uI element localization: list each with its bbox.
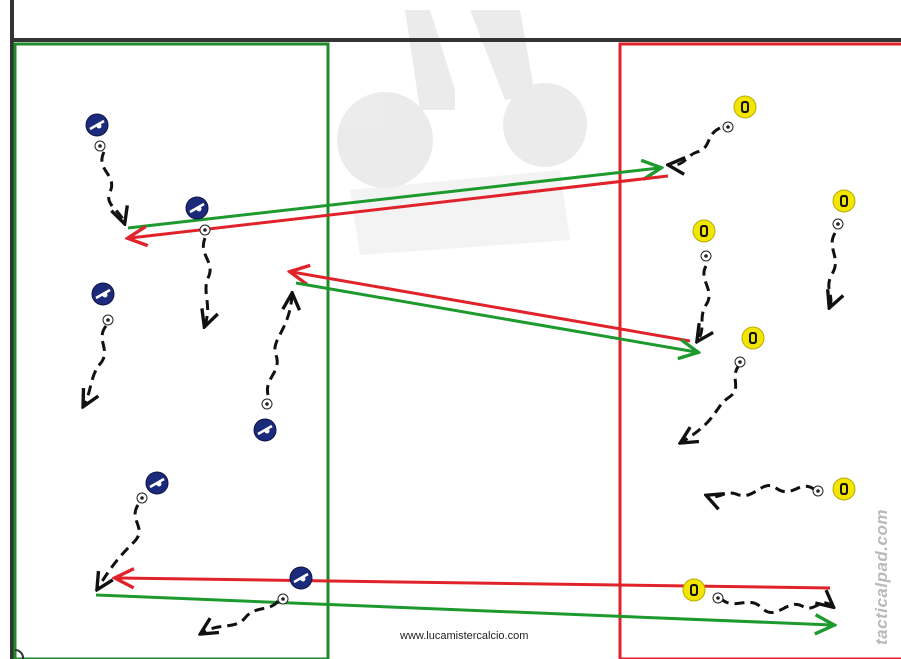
ball-icon (735, 357, 745, 367)
ball-icon (103, 315, 113, 325)
pass-red-3 (117, 578, 830, 588)
yellow-player-icon (734, 96, 756, 118)
ball-icon (278, 594, 288, 604)
ball-icon (701, 251, 711, 261)
move-4 (267, 295, 292, 395)
ball-icon (813, 486, 823, 496)
yellow-player-icon (693, 220, 715, 242)
ball-icon (200, 225, 210, 235)
blue-team (86, 114, 312, 589)
yellow-player-icon (833, 478, 855, 500)
blue-player-icon (290, 567, 312, 589)
ball-icon (95, 141, 105, 151)
blue-player-icon (86, 114, 108, 136)
ball-icon (137, 493, 147, 503)
yellow-player-icon (683, 579, 705, 601)
pass-green-2 (296, 283, 696, 352)
ball-icon (833, 219, 843, 229)
move-5 (98, 505, 139, 588)
ball-icon (262, 399, 272, 409)
move-9 (829, 233, 836, 306)
watermark-brand: tacticalpad.com (872, 509, 892, 645)
pass-red-2 (292, 272, 690, 341)
move-3 (84, 326, 106, 405)
right-zone (620, 44, 901, 659)
yellow-player-icon (742, 327, 764, 349)
yellow-player-icon (833, 190, 855, 212)
blue-player-icon (254, 419, 276, 441)
yellow-team (683, 96, 855, 601)
move-8 (698, 266, 709, 340)
move-6 (202, 601, 278, 633)
footer-credit: www.lucamistercalcio.com (400, 630, 528, 642)
move-10 (682, 364, 740, 442)
blue-player-icon (186, 197, 208, 219)
pitch-outline (12, 0, 901, 659)
move-1 (102, 152, 124, 222)
ball-icon (713, 593, 723, 603)
background-logo (337, 10, 587, 255)
ball-icon (723, 122, 733, 132)
move-12 (720, 598, 832, 612)
blue-player-icon (92, 283, 114, 305)
blue-player-icon (146, 472, 168, 494)
move-7 (670, 128, 720, 165)
move-11 (708, 486, 815, 497)
left-zone (15, 44, 328, 659)
move-2 (203, 238, 210, 325)
